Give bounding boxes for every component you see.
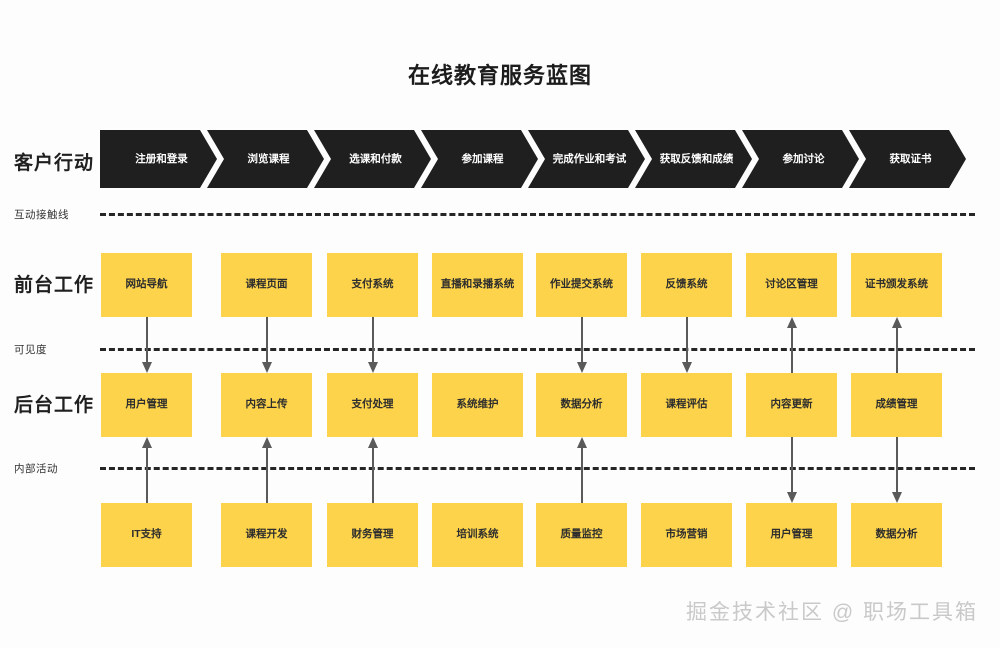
- support-box-4[interactable]: 培训系统: [432, 503, 523, 567]
- backstage-box-4[interactable]: 系统维护: [432, 373, 523, 437]
- backstage-box-5[interactable]: 数据分析: [536, 373, 627, 437]
- customer-action-7[interactable]: 参加讨论: [742, 130, 859, 188]
- customer-action-6[interactable]: 获取反馈和成绩: [635, 130, 752, 188]
- customer-action-5[interactable]: 完成作业和考试: [528, 130, 645, 188]
- connector-front-back-6: [680, 317, 694, 373]
- customer-action-4[interactable]: 参加课程: [421, 130, 538, 188]
- frontstage-box-2[interactable]: 课程页面: [221, 253, 312, 317]
- frontstage-box-3[interactable]: 支付系统: [327, 253, 418, 317]
- row-label-frontstage: 前台工作: [14, 275, 95, 296]
- frontstage-box-4[interactable]: 直播和录播系统: [432, 253, 523, 317]
- backstage-box-8[interactable]: 成绩管理: [851, 373, 942, 437]
- backstage-box-2[interactable]: 内容上传: [221, 373, 312, 437]
- frontstage-box-8[interactable]: 证书颁发系统: [851, 253, 942, 317]
- frontstage-box-7[interactable]: 讨论区管理: [746, 253, 837, 317]
- watermark: 掘金技术社区 @ 职场工具箱: [686, 601, 978, 624]
- frontstage-box-1[interactable]: 网站导航: [101, 253, 192, 317]
- support-box-5[interactable]: 质量监控: [536, 503, 627, 567]
- backstage-box-6[interactable]: 课程评估: [641, 373, 732, 437]
- connector-support-back-2: [260, 437, 274, 503]
- support-box-2[interactable]: 课程开发: [221, 503, 312, 567]
- page-title: 在线教育服务蓝图: [407, 63, 592, 88]
- visibility-line: [100, 348, 975, 351]
- support-box-7[interactable]: 用户管理: [746, 503, 837, 567]
- customer-action-3[interactable]: 选课和付款: [314, 130, 431, 188]
- connector-support-back-8: [890, 437, 904, 503]
- support-box-3[interactable]: 财务管理: [327, 503, 418, 567]
- connector-support-back-3: [366, 437, 380, 503]
- backstage-box-3[interactable]: 支付处理: [327, 373, 418, 437]
- support-box-6[interactable]: 市场营销: [641, 503, 732, 567]
- backstage-box-7[interactable]: 内容更新: [746, 373, 837, 437]
- frontstage-box-6[interactable]: 反馈系统: [641, 253, 732, 317]
- connector-front-back-3: [366, 317, 380, 373]
- interaction-line-label: 互动接触线: [14, 209, 69, 221]
- connector-front-back-5: [575, 317, 589, 373]
- connector-front-back-8: [890, 317, 904, 373]
- internal-line: [100, 467, 975, 470]
- connector-support-back-7: [785, 437, 799, 503]
- frontstage-box-5[interactable]: 作业提交系统: [536, 253, 627, 317]
- internal-line-label: 内部活动: [14, 463, 58, 475]
- customer-action-2[interactable]: 浏览课程: [207, 130, 324, 188]
- connector-front-back-2: [260, 317, 274, 373]
- customer-action-1[interactable]: 注册和登录: [100, 130, 217, 188]
- connector-front-back-7: [785, 317, 799, 373]
- support-box-1[interactable]: IT支持: [101, 503, 192, 567]
- customer-action-8[interactable]: 获取证书: [849, 130, 966, 188]
- connector-front-back-1: [140, 317, 154, 373]
- support-box-8[interactable]: 数据分析: [851, 503, 942, 567]
- row-label-backstage: 后台工作: [14, 395, 95, 416]
- backstage-box-1[interactable]: 用户管理: [101, 373, 192, 437]
- row-label-customer-actions: 客户行动: [14, 153, 95, 174]
- connector-support-back-1: [140, 437, 154, 503]
- interaction-line: [100, 213, 975, 216]
- visibility-line-label: 可见度: [14, 344, 47, 356]
- connector-support-back-5: [575, 437, 589, 503]
